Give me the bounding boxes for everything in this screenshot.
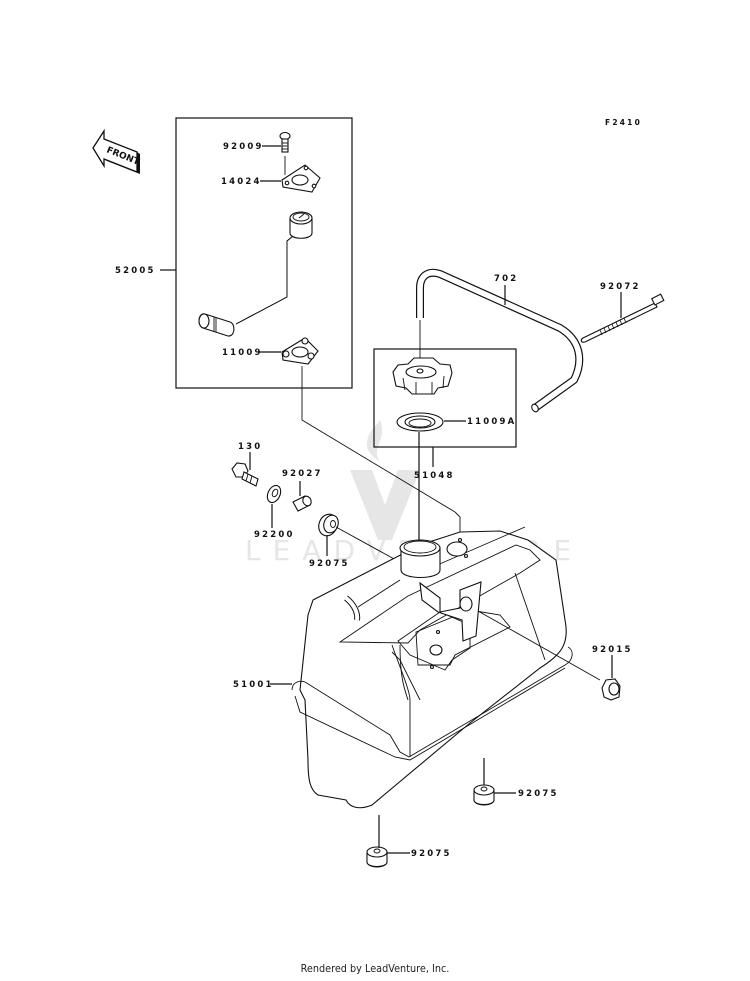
part-92015-nut[interactable] — [601, 678, 621, 701]
part-14024-plate[interactable] — [281, 164, 321, 193]
part-label-92075-top[interactable]: 92075 — [309, 559, 350, 569]
part-label-92072[interactable]: 92072 — [600, 282, 641, 292]
part-label-52005[interactable]: 52005 — [115, 266, 156, 276]
part-label-702[interactable]: 702 — [494, 274, 518, 284]
part-130-bolt[interactable] — [231, 462, 259, 487]
part-92009-screw[interactable] — [279, 131, 291, 153]
part-label-92009[interactable]: 92009 — [223, 142, 264, 152]
sender-assembly-box — [175, 117, 353, 389]
fuel-cap-assembly-box — [373, 348, 517, 448]
front-arrow: FRONT — [92, 128, 141, 174]
part-label-92027[interactable]: 92027 — [282, 469, 323, 479]
part-label-92075-right[interactable]: 92075 — [518, 789, 559, 799]
part-92072-cable-tie[interactable] — [580, 293, 665, 343]
part-702-hose[interactable] — [416, 268, 584, 413]
part-label-11009[interactable]: 11009 — [222, 348, 263, 358]
part-label-14024[interactable]: 14024 — [221, 177, 262, 187]
part-label-51001[interactable]: 51001 — [233, 680, 274, 690]
part-fuel-cap[interactable] — [392, 357, 453, 395]
part-label-51048[interactable]: 51048 — [414, 471, 455, 481]
part-label-11009A[interactable]: 11009A — [467, 417, 516, 427]
part-92200-washer[interactable] — [265, 483, 283, 504]
part-label-130[interactable]: 130 — [238, 442, 262, 452]
figure-code: F2410 — [605, 118, 642, 127]
part-52005-sender[interactable] — [198, 211, 313, 337]
part-label-92200[interactable]: 92200 — [254, 530, 295, 540]
part-label-92075-bottom[interactable]: 92075 — [411, 849, 452, 859]
part-92075-grommet-top[interactable] — [316, 512, 341, 539]
watermark-logo-icon — [350, 420, 420, 540]
part-92075-grommet-right[interactable] — [473, 784, 495, 806]
part-51001-fuel-tank[interactable] — [291, 526, 573, 809]
part-11009-gasket[interactable] — [281, 337, 319, 365]
part-11009A-gasket[interactable] — [396, 412, 444, 432]
part-label-92015[interactable]: 92015 — [592, 645, 633, 655]
part-92075-grommet-bottom[interactable] — [366, 846, 388, 868]
footer-credit: Rendered by LeadVenture, Inc. — [300, 962, 450, 975]
part-92027-collar[interactable] — [292, 495, 313, 512]
